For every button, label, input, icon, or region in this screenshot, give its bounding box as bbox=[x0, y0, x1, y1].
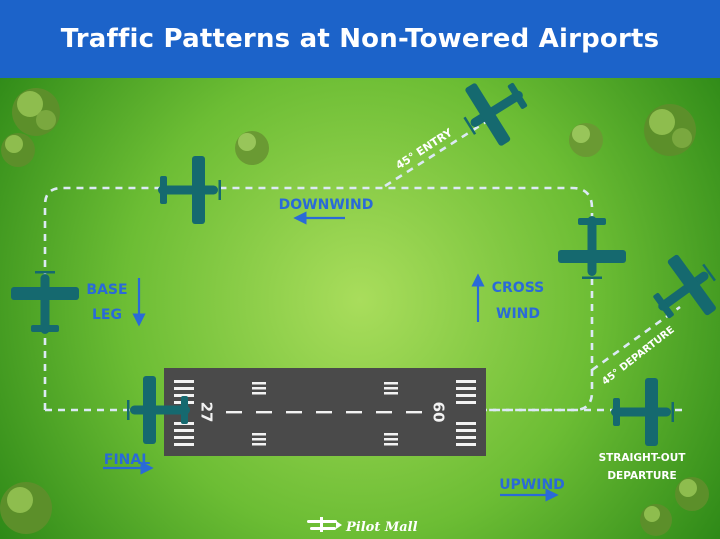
grass-field bbox=[0, 78, 720, 539]
logo-text: Pilot Mall bbox=[345, 520, 418, 535]
label-crosswind-line2: WIND bbox=[496, 306, 540, 322]
tree bbox=[235, 131, 269, 165]
trees bbox=[0, 88, 709, 536]
label-upwind: UPWIND bbox=[499, 477, 565, 493]
tree bbox=[675, 477, 709, 511]
tree bbox=[1, 133, 35, 167]
biplane-logo-icon bbox=[307, 517, 342, 532]
label-crosswind-line1: CROSS bbox=[492, 280, 545, 296]
label-final: FINAL bbox=[104, 452, 150, 468]
title-bar: Traffic Patterns at Non-Towered Airports bbox=[0, 0, 720, 78]
runway-number-27: 27 bbox=[198, 402, 216, 423]
tree bbox=[0, 482, 52, 534]
label-base-line2: LEG bbox=[92, 307, 122, 323]
runway: 27 09 bbox=[164, 368, 486, 456]
label-straight-out-line1: STRAIGHT-OUT bbox=[599, 452, 687, 464]
runway-number-09: 09 bbox=[431, 402, 449, 423]
direction-arrows bbox=[103, 211, 559, 502]
tree bbox=[12, 88, 60, 136]
tree bbox=[640, 504, 672, 536]
page-title: Traffic Patterns at Non-Towered Airports bbox=[60, 24, 660, 54]
tree bbox=[569, 123, 603, 157]
label-base-line1: BASE bbox=[86, 282, 127, 298]
label-downwind: DOWNWIND bbox=[279, 197, 374, 213]
label-straight-out-line2: DEPARTURE bbox=[607, 470, 676, 482]
traffic-pattern-scene: 27 09 DOWNWIND BASE LEG CROSS WI bbox=[0, 78, 720, 539]
runway-markings bbox=[174, 380, 476, 446]
leg-labels: DOWNWIND BASE LEG CROSS WIND FINAL UPWIN… bbox=[86, 197, 564, 493]
pilotmall-logo: Pilot Mall bbox=[307, 517, 418, 535]
tree bbox=[644, 104, 696, 156]
